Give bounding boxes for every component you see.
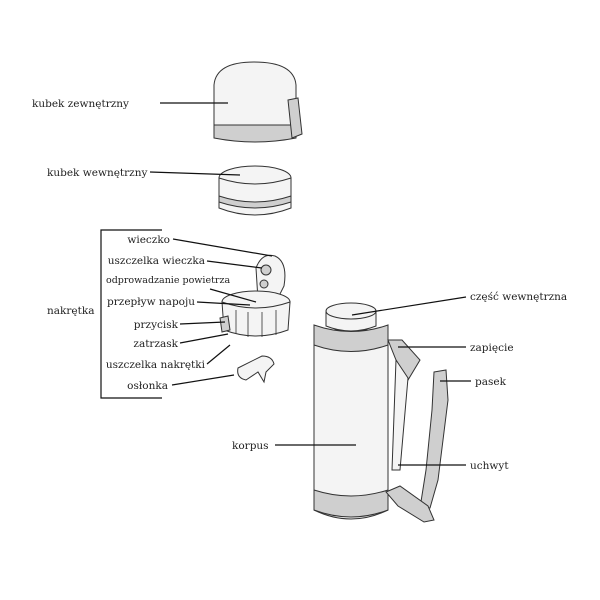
label-button: przycisk	[134, 319, 179, 331]
label-inner-part: część wewnętrzna	[470, 290, 567, 303]
label-cap: nakrętka	[47, 305, 94, 317]
bottle-drawing	[313, 302, 449, 523]
label-latch: zatrzask	[133, 338, 178, 350]
label-cap-seal: uszczelka nakrętki	[106, 359, 206, 371]
leader-lines	[149, 102, 471, 466]
label-outer-cup: kubek zewnętrzny	[32, 98, 129, 110]
label-drink-flow: przepływ napoju	[107, 296, 195, 308]
label-handle: uchwyt	[470, 460, 509, 472]
label-air-vent: odprowadzanie powietrza	[106, 275, 230, 286]
label-lid: wieczko	[127, 234, 170, 246]
label-body: korpus	[232, 440, 269, 452]
label-clasp: zapięcie	[470, 342, 514, 354]
cap-bracket	[100, 229, 162, 399]
label-lid-seal: uszczelka wieczka	[108, 255, 205, 267]
label-inner-cup: kubek wewnętrzny	[47, 167, 147, 179]
inner-cup-drawing	[218, 165, 292, 216]
cap-drawing	[219, 254, 291, 384]
outer-cup-drawing	[213, 61, 303, 143]
label-strap: pasek	[475, 376, 507, 388]
label-cover: osłonka	[127, 380, 168, 392]
